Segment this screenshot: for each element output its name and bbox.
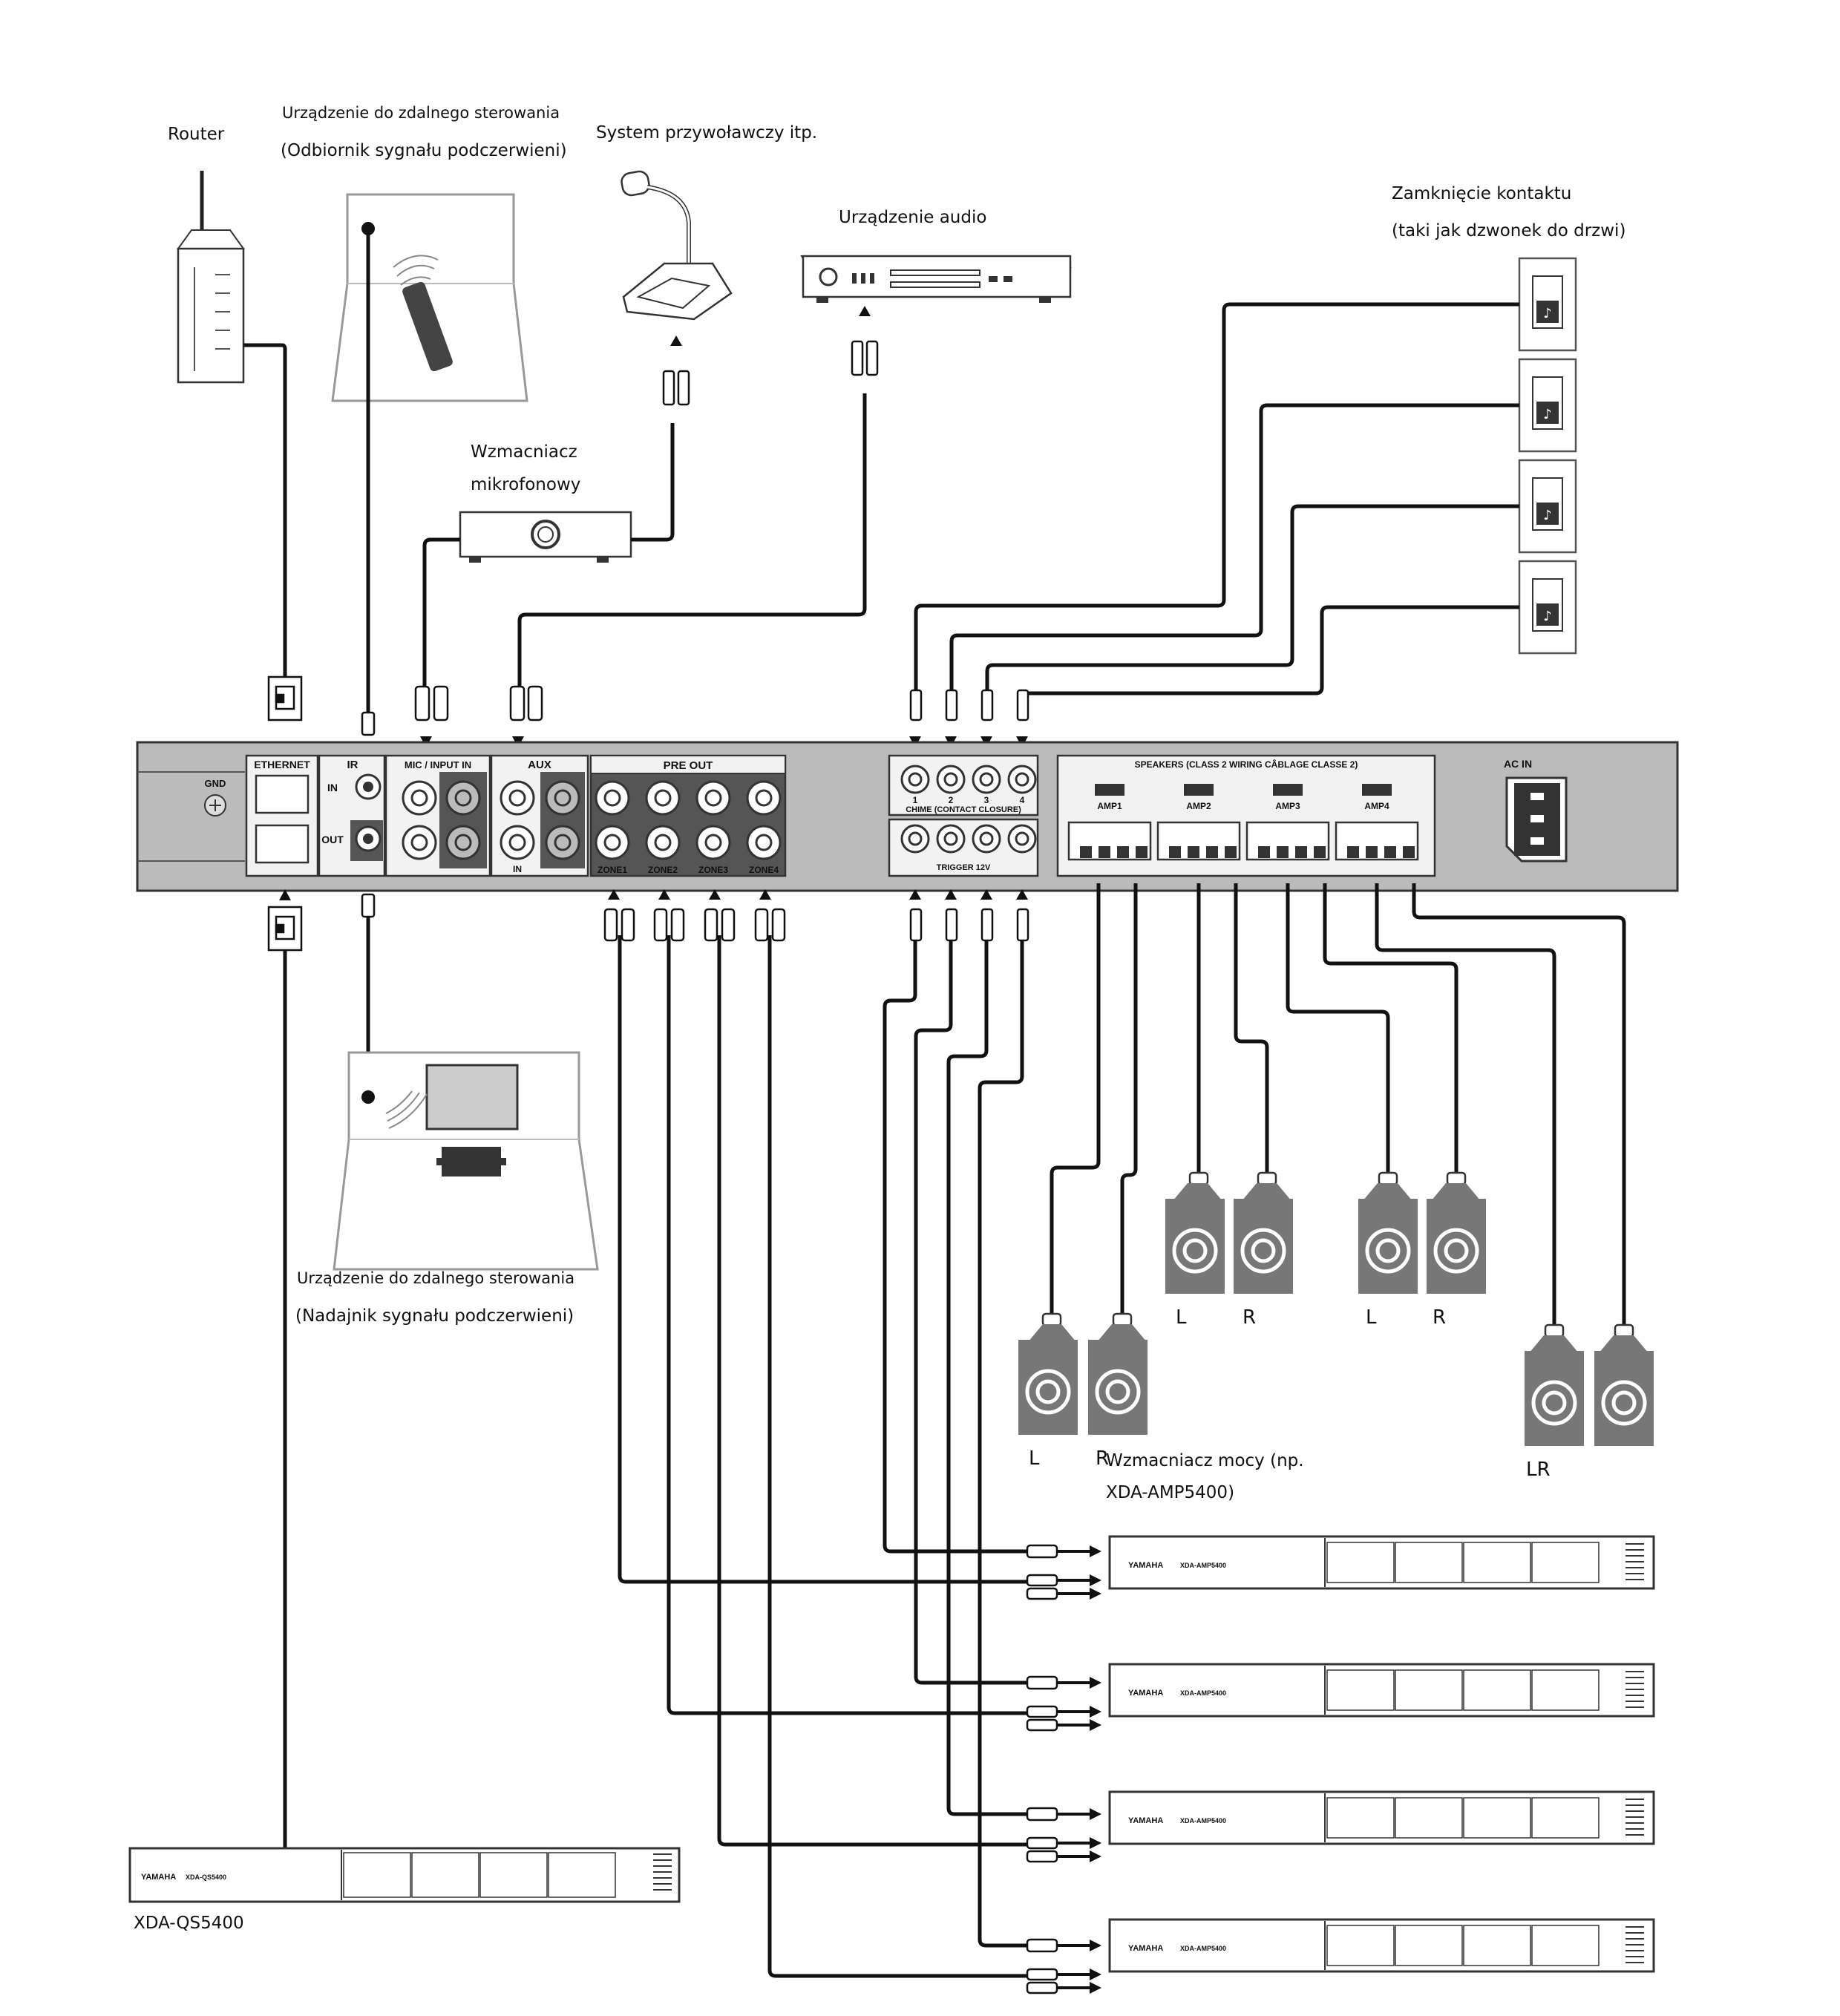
amp3-model: XDA-AMP5400 [1180, 1817, 1226, 1824]
amp4-label: AMP4 [1364, 801, 1389, 811]
amp3-brand: YAMAHA [1128, 1816, 1163, 1825]
aux-in-label: IN [513, 864, 522, 874]
speaker-label-r3: R [1433, 1306, 1447, 1329]
router-device [177, 171, 245, 384]
upper-plugs [267, 340, 1029, 736]
audio-player-device [800, 255, 1072, 303]
speaker-1 [1018, 1312, 1078, 1435]
contact-closure-label-1: Zamknięcie kontaktu [1392, 184, 1572, 203]
ir-transmitter-label-1: Urządzenie do zdalnego sterowania [297, 1269, 575, 1287]
speaker-label-r2: R [1243, 1306, 1257, 1329]
router-label: Router [168, 125, 225, 144]
power-amp-label-2: XDA-AMP5400) [1106, 1483, 1235, 1502]
ir-receiver-label-2: (Odbiornik sygnału podczerwieni) [281, 141, 567, 160]
power-amp-4: YAMAHA XDA-AMP5400 [1108, 1918, 1655, 1973]
speaker-label-l1: L [1029, 1447, 1040, 1470]
speaker-label-l2: L [1176, 1306, 1187, 1329]
chime-num-4: 4 [1020, 795, 1025, 805]
pre-out-label: PRE OUT [664, 759, 713, 772]
ethernet-label: ETHERNET [254, 759, 310, 770]
amp2-label: AMP2 [1186, 801, 1211, 811]
speaker-8 [1594, 1323, 1654, 1446]
chime-label: CHIME (CONTACT CLOSURE) [906, 805, 1021, 814]
svg-text:♪: ♪ [1543, 407, 1552, 422]
amp-input-connectors [1026, 1544, 1101, 1994]
zone3-label: ZONE3 [698, 865, 728, 875]
doorbell-switch-2: ♪ [1518, 358, 1577, 453]
power-amp-1: YAMAHA XDA-AMP5400 [1108, 1535, 1655, 1590]
svg-text:♪: ♪ [1543, 508, 1552, 523]
zone1-label: ZONE1 [597, 865, 627, 875]
paging-label: System przywoławczy itp. [596, 123, 818, 143]
doorbell-switch-3: ♪ [1518, 459, 1577, 554]
amp4-brand: YAMAHA [1128, 1944, 1163, 1953]
speaker-label-lr: LR [1526, 1459, 1551, 1481]
xda-qs5400-rear-panel: GND ETHERNET IR IN OUT MIC / INPUT IN AU… [136, 741, 1679, 892]
qs-model: XDA-QS5400 [186, 1873, 226, 1881]
svg-text:♪: ♪ [1543, 609, 1552, 624]
amp4-model: XDA-AMP5400 [1180, 1945, 1226, 1952]
amp1-label: AMP1 [1097, 801, 1122, 811]
speakers-label: SPEAKERS (CLASS 2 WIRING CÂBLAGE CLASSE … [1135, 759, 1358, 770]
speaker-label-l3: L [1366, 1306, 1377, 1329]
power-amp-label-1: Wzmacniacz mocy (np. [1106, 1451, 1304, 1470]
audio-device-label: Urządzenie audio [839, 208, 987, 227]
ir-out-label: OUT [321, 834, 344, 845]
speakers [1018, 1171, 1654, 1446]
trigger-label: TRIGGER 12V [937, 863, 991, 872]
ir-receiver-device [331, 193, 528, 402]
paging-microphone-device [621, 170, 733, 321]
ir-transmitter-device [333, 1051, 599, 1271]
xda-qs5400-front: YAMAHA XDA-QS5400 [128, 1847, 681, 1903]
ir-in-label: IN [327, 782, 338, 793]
ethernet-port-1 [255, 774, 310, 814]
amp2-model: XDA-AMP5400 [1180, 1689, 1226, 1697]
amp1-model: XDA-AMP5400 [1180, 1562, 1226, 1569]
doorbell-switch-4: ♪ [1518, 560, 1577, 655]
lower-cables [283, 883, 1626, 1978]
power-amp-3: YAMAHA XDA-AMP5400 [1108, 1790, 1655, 1845]
ac-in-label: AC IN [1504, 758, 1532, 770]
amp1-brand: YAMAHA [1128, 1561, 1163, 1570]
speaker-4 [1234, 1171, 1293, 1294]
gnd-label: GND [205, 778, 226, 789]
speaker-2 [1088, 1312, 1147, 1435]
qs-brand: YAMAHA [141, 1873, 176, 1882]
chime-num-1: 1 [913, 795, 918, 805]
speaker-5 [1358, 1171, 1418, 1294]
speaker-6 [1427, 1171, 1486, 1294]
contact-closure-switches: ♪ ♪ ♪ ♪ [1518, 257, 1577, 655]
aux-label: AUX [528, 759, 551, 771]
xda-qs-label: XDA-QS5400 [134, 1914, 244, 1933]
mic-in-label: MIC / INPUT IN [405, 759, 471, 770]
speaker-7 [1525, 1323, 1584, 1446]
microphone-amplifier-device [459, 511, 632, 563]
chime-num-2: 2 [949, 795, 954, 805]
svg-text:♪: ♪ [1543, 306, 1552, 321]
zone2-label: ZONE2 [648, 865, 678, 875]
ir-label: IR [347, 759, 358, 771]
speaker-label-r1: R [1096, 1447, 1110, 1470]
lower-plugs [267, 893, 1029, 952]
ethernet-port-2 [255, 824, 310, 864]
zone4-label: ZONE4 [749, 865, 779, 875]
doorbell-switch-1: ♪ [1518, 257, 1577, 352]
chime-num-3: 3 [984, 795, 989, 805]
lower-arrows [279, 889, 1028, 900]
speaker-3 [1165, 1171, 1225, 1294]
ir-receiver-label-1: Urządzenie do zdalnego sterowania [282, 104, 560, 122]
power-amplifiers: YAMAHA XDA-AMP5400 YAMAHA XDA-AMP5400 YA… [1108, 1535, 1655, 1973]
amp2-brand: YAMAHA [1128, 1689, 1163, 1698]
mic-amp-label-2: mikrofonowy [471, 475, 581, 494]
mic-amp-label-1: Wzmacniacz [471, 442, 577, 462]
ir-transmitter-label-2: (Nadajnik sygnału podczerwieni) [295, 1306, 574, 1326]
amp3-label: AMP3 [1275, 801, 1300, 811]
contact-closure-label-2: (taki jak dzwonek do drzwi) [1392, 221, 1626, 240]
power-amp-2: YAMAHA XDA-AMP5400 [1108, 1663, 1655, 1718]
